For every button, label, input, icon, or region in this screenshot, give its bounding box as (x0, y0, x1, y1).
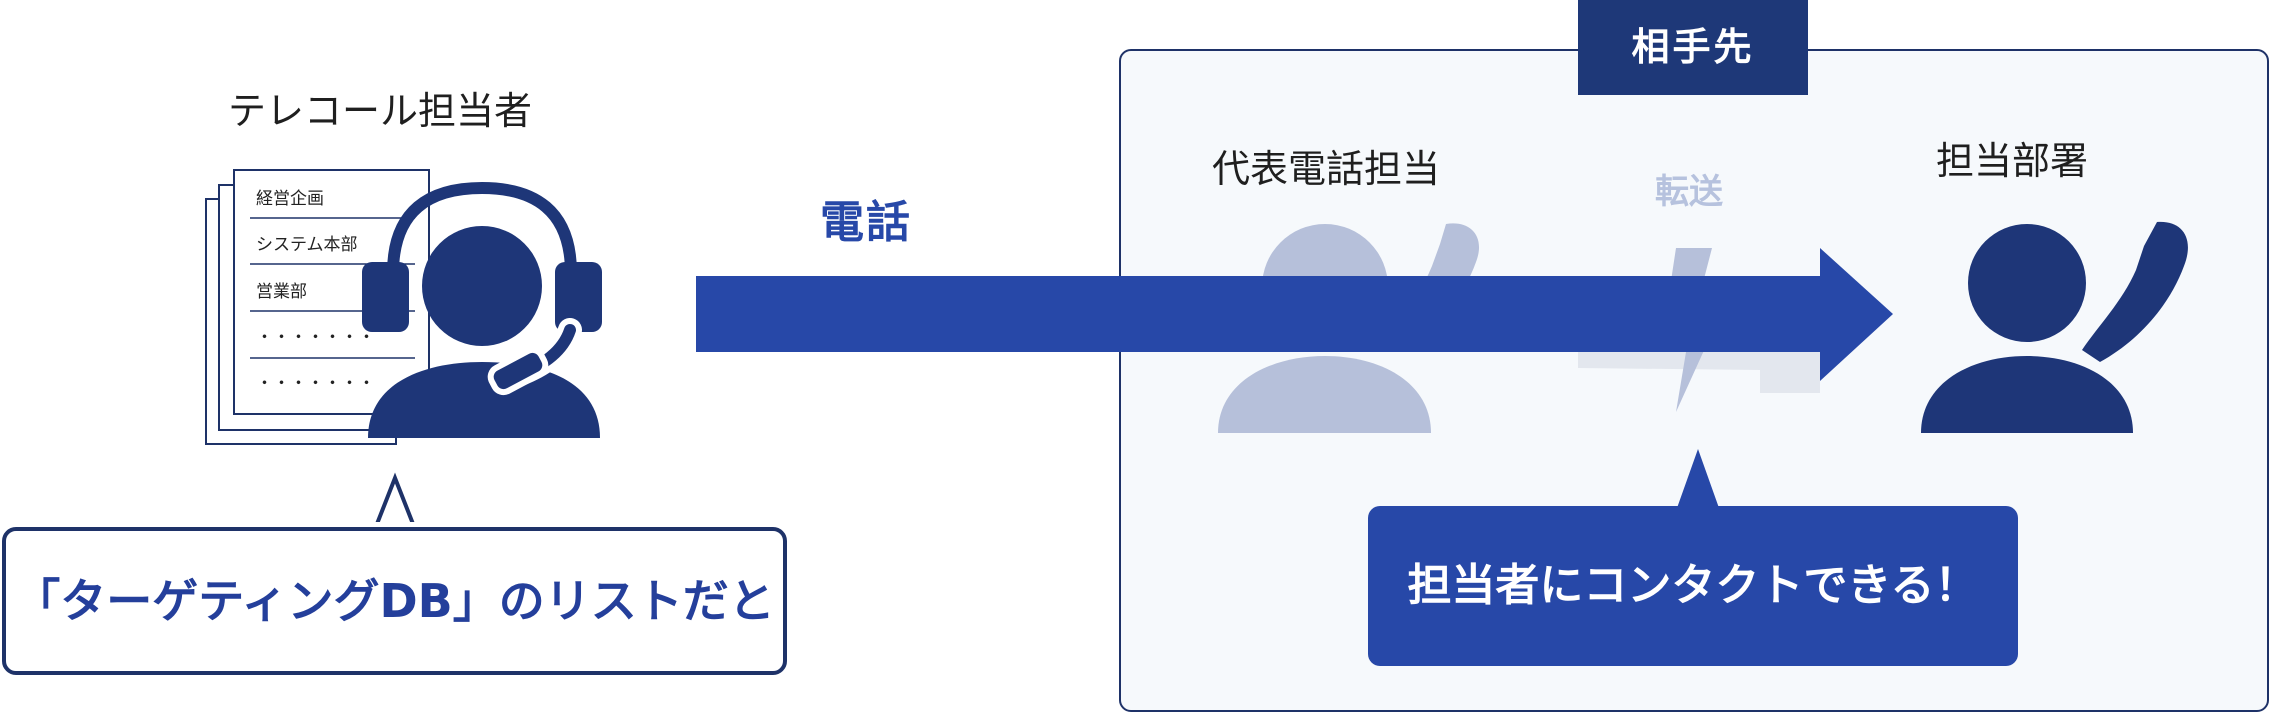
contact-result-bubble: 担当者にコンタクトできる！ (1368, 506, 2018, 666)
call-label: 電話 (820, 197, 912, 248)
transfer-label: 転送 (1655, 172, 1723, 212)
operator-headset-icon (362, 181, 602, 438)
document-list-item: ・・・・・・・ (256, 374, 375, 394)
document-list-item: 営業部 (256, 282, 307, 302)
department-person-icon (1921, 224, 2133, 433)
document-list-item: 経営企画 (256, 189, 324, 209)
document-list-item: システム本部 (256, 235, 358, 255)
right-bubble-tail (1677, 449, 1719, 508)
left-bubble-tail (372, 472, 418, 531)
department-label: 担当部署 (1936, 139, 2089, 183)
document-list-item: ・・・・・・・ (256, 328, 375, 348)
representative-label: 代表電話担当 (1212, 147, 1441, 191)
operator-title: テレコール担当者 (228, 89, 533, 133)
call-arrow (696, 248, 1893, 381)
targeting-db-bubble: 「ターゲティングDB」のリストだと (2, 527, 787, 675)
department-phone-icon (2082, 221, 2188, 362)
partner-tab: 相手先 (1578, 0, 1808, 95)
